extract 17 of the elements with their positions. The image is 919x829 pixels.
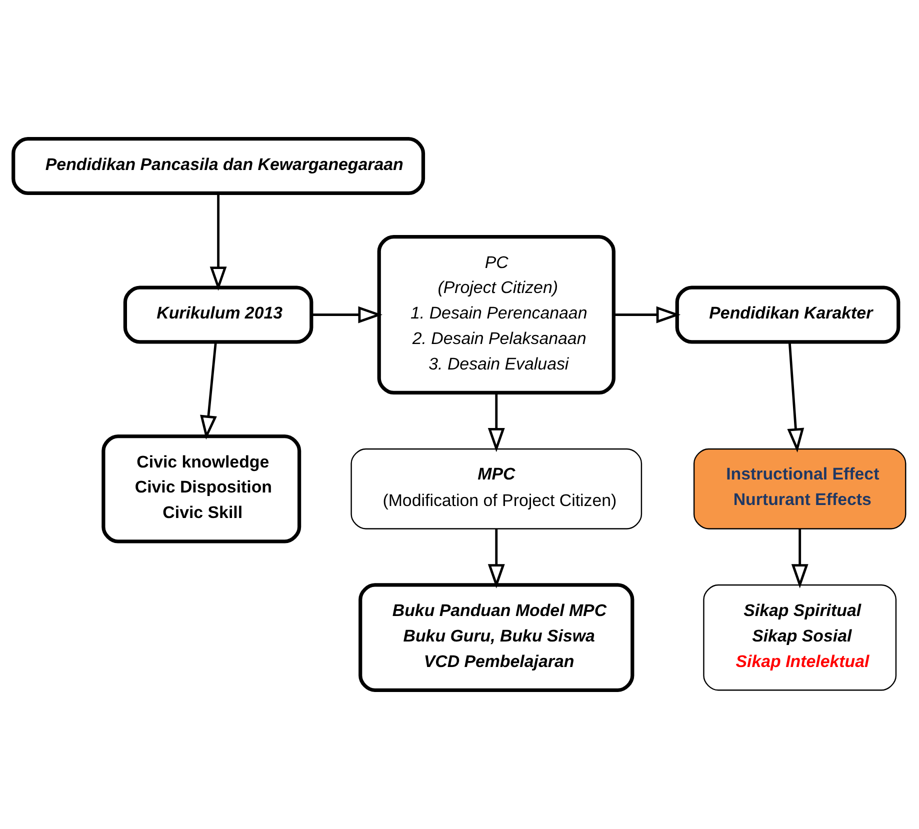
arrow bbox=[200, 342, 217, 440]
node-box: Pendidikan Pancasila dan Kewarganegaraan bbox=[12, 137, 426, 196]
arrow bbox=[614, 306, 681, 324]
node-box: Sikap Spiritual Sikap Sosial Sikap Intelektual bbox=[703, 584, 897, 691]
arrow bbox=[488, 528, 505, 588]
arrow bbox=[488, 392, 505, 452]
node-box: Instructional Effect Nurturant Effects bbox=[693, 448, 906, 530]
node-box: PC (Project Citizen) 1. Desain Perencanaan 2. Desain Pelaksanaan 3. Desain Evaluasi bbox=[377, 234, 616, 395]
node-box: Buku Panduan Model MPC Buku Guru, Buku Siswa VCD Pembelajaran bbox=[358, 583, 634, 692]
node-box: MPC (Modification of Project Citizen) bbox=[350, 448, 642, 530]
arrow bbox=[210, 193, 227, 291]
node-box: Civic knowledge Civic Disposition Civic Skill bbox=[102, 434, 302, 544]
arrow bbox=[791, 528, 808, 588]
node-box: Pendidikan Karakter bbox=[675, 286, 900, 344]
node-box: Kurikulum 2013 bbox=[123, 286, 314, 344]
arrow bbox=[787, 342, 804, 453]
arrow bbox=[312, 306, 382, 324]
